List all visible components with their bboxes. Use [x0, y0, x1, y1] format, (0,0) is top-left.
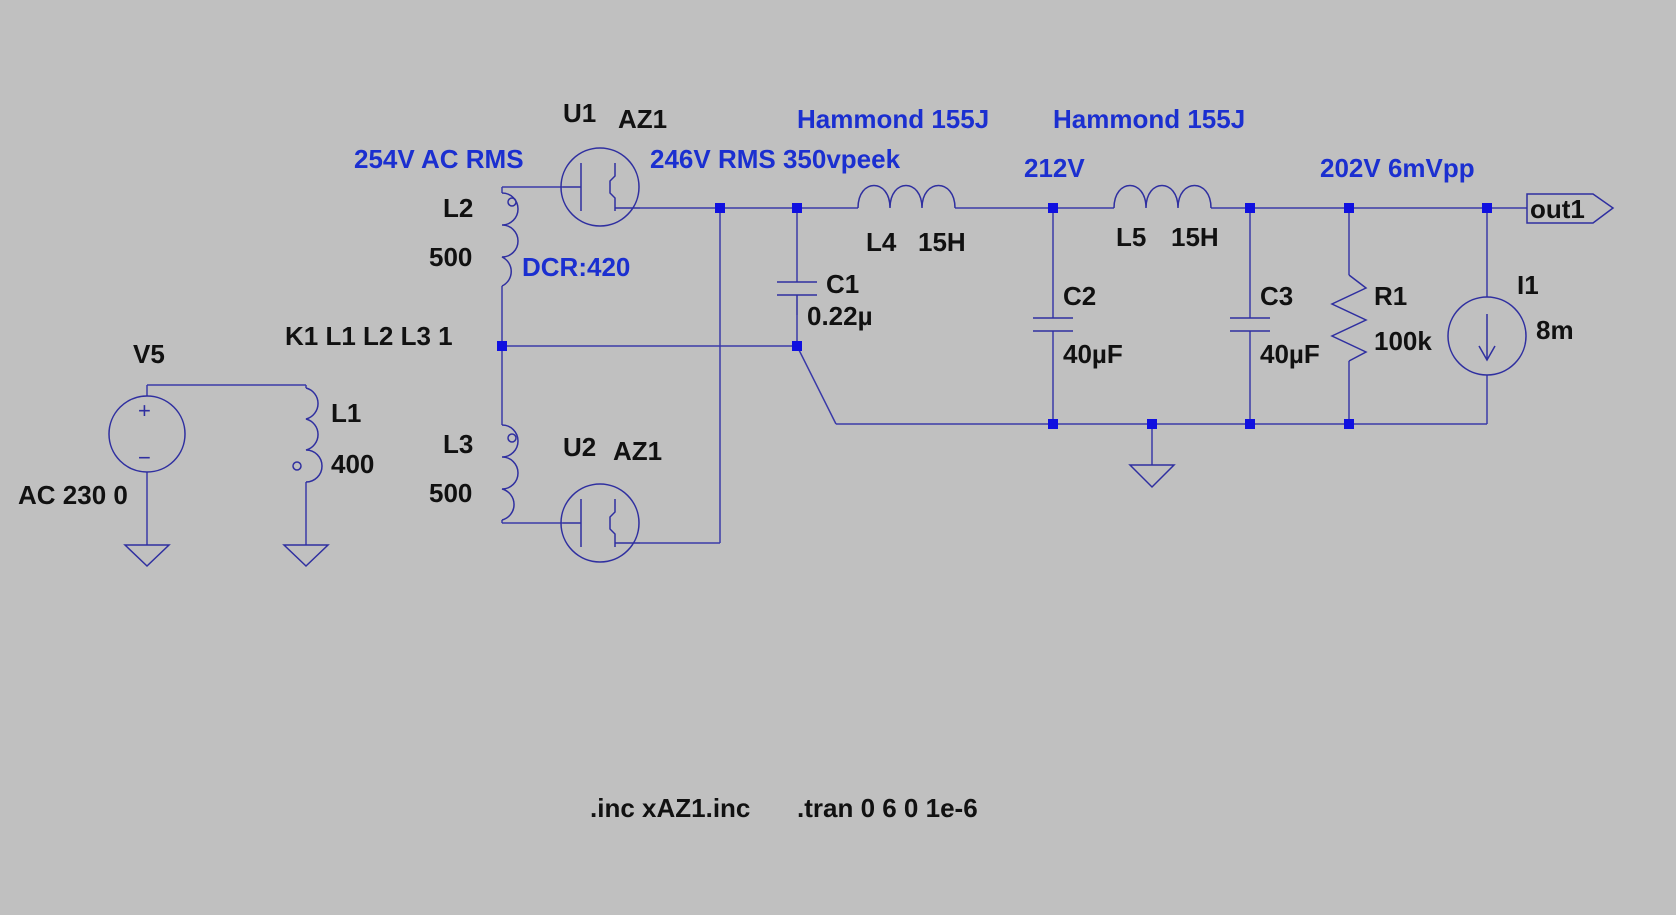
r1-value-label: 100k: [1374, 326, 1432, 356]
junction-dot: [1344, 203, 1354, 213]
diode-u2-symbol[interactable]: [560, 483, 640, 563]
junctions: [497, 203, 1492, 429]
junction-dot: [1245, 419, 1255, 429]
c2-name-label: C2: [1063, 281, 1096, 311]
k1-statement-label: K1 L1 L2 L3 1: [285, 321, 453, 351]
wire-diagonal-return: [796, 345, 837, 425]
current-source-i1-symbol[interactable]: [1447, 296, 1527, 376]
ground-symbol: [123, 544, 171, 568]
l5-value-label: 15H: [1171, 222, 1219, 252]
l2-value-label: 500: [429, 242, 472, 272]
minus-icon: −: [138, 445, 151, 470]
junction-dot: [1344, 419, 1354, 429]
l3-name-label: L3: [443, 429, 473, 459]
ground-symbol: [282, 544, 330, 568]
annotations: 254V AC RMS DCR:420 246V RMS 350vpeek Ha…: [354, 104, 1475, 282]
u1-value-label: AZ1: [618, 104, 667, 134]
annotation-rms-peak: 246V RMS 350vpeek: [650, 144, 901, 174]
annotation-hammond-2: Hammond 155J: [1053, 104, 1245, 134]
l4-name-label: L4: [866, 227, 897, 257]
l4-value-label: 15H: [918, 227, 966, 257]
v5-name-label: V5: [133, 339, 165, 369]
junction-dot: [715, 203, 725, 213]
inductor-l1-symbol[interactable]: [292, 387, 323, 483]
junction-dot: [792, 203, 802, 213]
u2-value-label: AZ1: [613, 436, 662, 466]
l3-value-label: 500: [429, 478, 472, 508]
u2-name-label: U2: [563, 432, 596, 462]
wires: [146, 186, 1527, 545]
capacitor-c2-symbol[interactable]: [1033, 317, 1073, 332]
l2-name-label: L2: [443, 193, 473, 223]
capacitor-c1-symbol[interactable]: [777, 281, 817, 315]
u1-name-label: U1: [563, 98, 596, 128]
c1-value-label: 0.22µ: [807, 301, 873, 331]
junction-dot: [1048, 419, 1058, 429]
diode-u1-symbol[interactable]: [560, 147, 640, 227]
resistor-r1-symbol[interactable]: [1330, 274, 1368, 362]
l5-name-label: L5: [1116, 222, 1146, 252]
output-port-out1[interactable]: out1: [1526, 193, 1615, 224]
i1-name-label: I1: [1517, 270, 1539, 300]
junction-dot: [497, 341, 507, 351]
inductor-l5-symbol[interactable]: [1113, 184, 1212, 209]
directive-include: .inc xAZ1.inc: [590, 793, 750, 823]
annotation-202v: 202V 6mVpp: [1320, 153, 1475, 183]
directive-tran: .tran 0 6 0 1e-6: [797, 793, 978, 823]
junction-dot: [1482, 203, 1492, 213]
l1-value-label: 400: [331, 449, 374, 479]
junction-dot: [792, 341, 802, 351]
r1-name-label: R1: [1374, 281, 1407, 311]
junction-dot: [1048, 203, 1058, 213]
ground-symbol: [1128, 464, 1176, 489]
v5-value-label: AC 230 0: [18, 480, 128, 510]
c3-name-label: C3: [1260, 281, 1293, 311]
plus-icon: +: [138, 398, 151, 423]
junction-dot: [1245, 203, 1255, 213]
annotation-dcr: DCR:420: [522, 252, 630, 282]
c2-value-label: 40µF: [1063, 339, 1123, 369]
inductor-l4-symbol[interactable]: [857, 184, 956, 209]
inductor-l2-symbol[interactable]: [501, 192, 519, 287]
c1-name-label: C1: [826, 269, 859, 299]
component-labels: U1 AZ1 U2 AZ1 L2 500 L3 500 K1 L1 L2 L3 …: [18, 98, 1574, 510]
spice-directives: .inc xAZ1.inc .tran 0 6 0 1e-6: [590, 793, 978, 823]
inductor-l3-symbol[interactable]: [501, 424, 519, 521]
annotation-212v: 212V: [1024, 153, 1085, 183]
i1-value-label: 8m: [1536, 315, 1574, 345]
voltage-source-v5-symbol[interactable]: + −: [108, 395, 186, 473]
l1-name-label: L1: [331, 398, 361, 428]
junction-dot: [1147, 419, 1157, 429]
out1-label: out1: [1530, 194, 1585, 224]
annotation-ac-rms: 254V AC RMS: [354, 144, 524, 174]
c3-value-label: 40µF: [1260, 339, 1320, 369]
capacitor-c3-symbol[interactable]: [1230, 317, 1270, 332]
annotation-hammond-1: Hammond 155J: [797, 104, 989, 134]
